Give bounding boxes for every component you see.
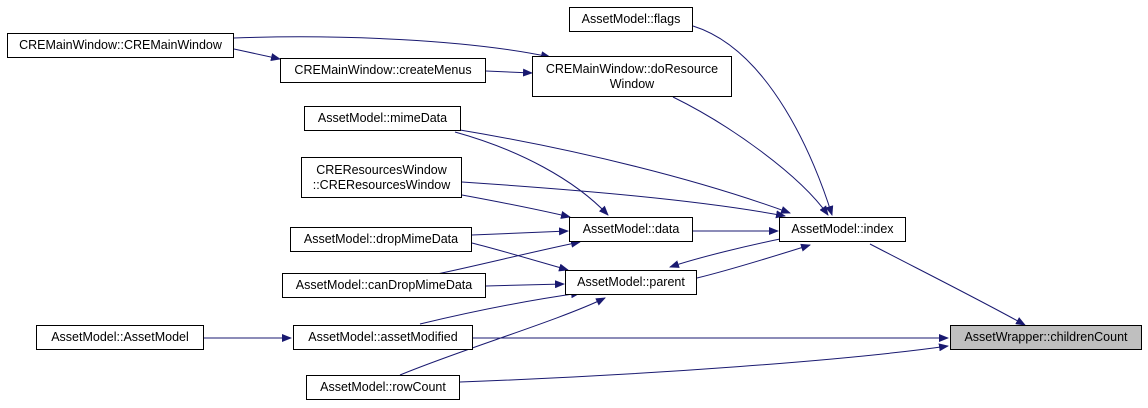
edge-dropmime-to-data — [471, 227, 569, 236]
node-createmenus[interactable]: CREMainWindow::createMenus — [280, 58, 486, 83]
node-flags[interactable]: AssetModel::flags — [569, 7, 693, 32]
edge-parent-to-index — [696, 243, 811, 279]
node-mimedata[interactable]: AssetModel::mimeData — [304, 106, 461, 131]
node-index[interactable]: AssetModel::index — [779, 217, 906, 242]
node-childrencount-root: AssetWrapper::childrenCount — [950, 325, 1142, 350]
edge-canDrop-to-data — [436, 239, 581, 275]
edge-mimedata-to-data — [454, 131, 609, 216]
edge-canDrop-to-parent — [485, 280, 565, 289]
edge-rowcount-to-parent — [399, 297, 606, 376]
node-assetmodel-constructor[interactable]: AssetModel::AssetModel — [36, 325, 204, 350]
edge-mimedata-to-index — [459, 129, 791, 214]
node-rowcount[interactable]: AssetModel::rowCount — [306, 375, 460, 400]
edge-rowcount-to-childrencount — [459, 343, 949, 383]
node-dropmimedata[interactable]: AssetModel::dropMimeData — [290, 227, 472, 252]
node-parent[interactable]: AssetModel::parent — [565, 270, 697, 295]
edge-creresources-to-index — [461, 181, 786, 219]
edge-dropmime-to-parent — [471, 242, 569, 272]
edge-creresources-to-data — [461, 194, 571, 219]
node-data[interactable]: AssetModel::data — [569, 217, 693, 242]
node-doresourcewindow[interactable]: CREMainWindow::doResource Window — [532, 56, 732, 97]
edge-cremain-to-createmenus — [233, 48, 281, 61]
edge-index-to-parent — [669, 237, 786, 268]
node-cremainwindow-constructor[interactable]: CREMainWindow::CREMainWindow — [7, 33, 234, 58]
node-creresourceswindow[interactable]: CREResourcesWindow ::CREResourcesWindow — [301, 157, 462, 198]
node-candropmimedata[interactable]: AssetModel::canDropMimeData — [282, 273, 486, 298]
edge-index-to-childrencount — [869, 243, 1026, 326]
edge-cremain-to-doresource — [233, 36, 551, 60]
edge-createmenus-to-doresource — [485, 68, 533, 77]
node-assetmodified[interactable]: AssetModel::assetModified — [293, 325, 473, 350]
edge-doresource-to-index — [672, 96, 829, 216]
edge-assetmodified-to-parent — [419, 290, 581, 325]
edge-flags-to-index — [692, 25, 834, 216]
